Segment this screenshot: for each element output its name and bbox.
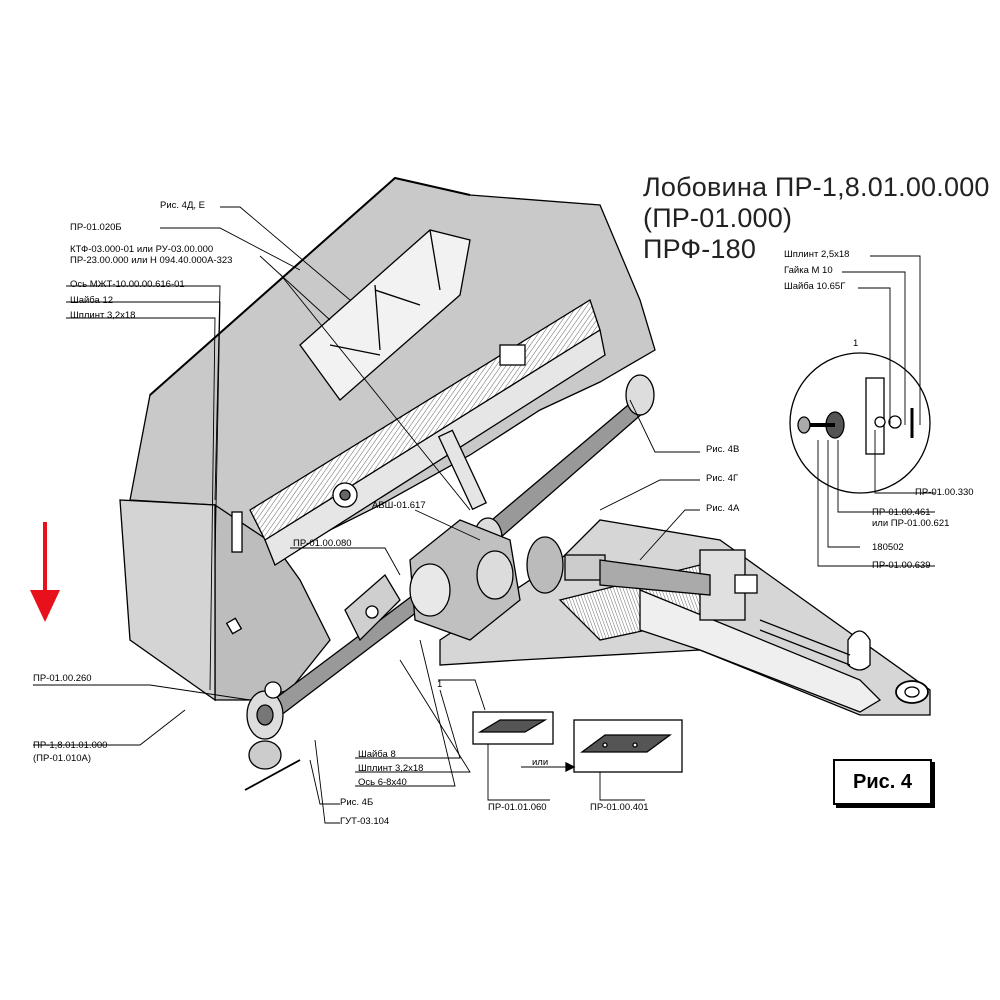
callout-pr-01-020b: ПР-01.020Б <box>70 222 122 233</box>
hopper-body <box>119 176 656 702</box>
callout-ris-4v: Рис. 4В <box>706 444 740 455</box>
callout-shaiba-12: Шайба 12 <box>70 295 114 306</box>
small-number-1: 1 <box>437 679 443 690</box>
red-arrow <box>30 522 60 622</box>
callout-pr-01-00-639: ПР-01.00.639 <box>872 560 931 571</box>
callout-ris-4g: Рис. 4Г <box>706 473 739 484</box>
callout-os-6-8x40: Ось 6-8х40 <box>358 777 407 788</box>
callout-pr-01-01-060: ПР-01.01.060 <box>488 802 547 813</box>
drive-shafts <box>244 374 711 791</box>
callout-avsh-01-617: АВШ-01.617 <box>372 500 426 511</box>
title-line-1: Лобовина ПР-1,8.01.00.000 <box>643 172 990 202</box>
callout-shplint-3-2x18: Шплинт 3,2х18 <box>70 310 136 321</box>
callout-pr-01-00-330: ПР-01.00.330 <box>915 487 974 498</box>
callout-os-mzht: Ось МЖТ-10.00.00.616-01 <box>70 279 185 290</box>
title-line-3: ПРФ-180 <box>643 234 757 264</box>
detail-inset <box>789 352 931 494</box>
callout-shplint-2-5x18: Шплинт 2,5х18 <box>784 249 850 260</box>
drawbar-frame <box>439 519 931 716</box>
or-label: или <box>532 757 549 768</box>
detail-number: 1 <box>853 338 859 349</box>
callout-pr-01-00-621: или ПР-01.00.621 <box>872 518 950 529</box>
callout-ris-4a: Рис. 4А <box>706 503 740 514</box>
callout-pr-01-010a: (ПР-01.010А) <box>33 753 92 764</box>
callout-gut-03-104: ГУТ-03.104 <box>340 816 390 827</box>
callout-gaika-m10: Гайка М 10 <box>784 265 833 276</box>
callout-ris-4d-e: Рис. 4Д, Е <box>160 200 206 211</box>
callout-shaiba-10-65g: Шайба 10.65Г <box>784 281 846 292</box>
callout-pr-01-00-260: ПР-01.00.260 <box>33 673 92 684</box>
plate-options <box>472 711 683 773</box>
figure-label: Рис. 4 <box>833 759 932 805</box>
callout-pr-1-8-01-01-000: ПР-1,8.01.01.000 <box>33 740 108 751</box>
callout-ris-4b: Рис. 4Б <box>340 797 374 808</box>
callout-pr-01-00-461: ПР-01.00.461 <box>872 507 931 518</box>
title-line-2: (ПР-01.000) <box>643 203 793 233</box>
callout-shaiba-8: Шайба 8 <box>358 749 396 760</box>
callout-pr-01-00-401: ПР-01.00.401 <box>590 802 649 813</box>
callout-180502: 180502 <box>872 542 904 553</box>
callout-ktf: КТФ-03.000-01 или РУ-03.00.000 <box>70 244 214 255</box>
leader-lines <box>33 206 935 824</box>
callout-pr-01-00-080: ПР-01.00.080 <box>293 538 352 549</box>
callout-shplint-3-2x18-b: Шплинт 3,2х18 <box>358 763 424 774</box>
callout-pr-23: ПР-23.00.000 или Н 094.40.000А-323 <box>70 255 233 266</box>
